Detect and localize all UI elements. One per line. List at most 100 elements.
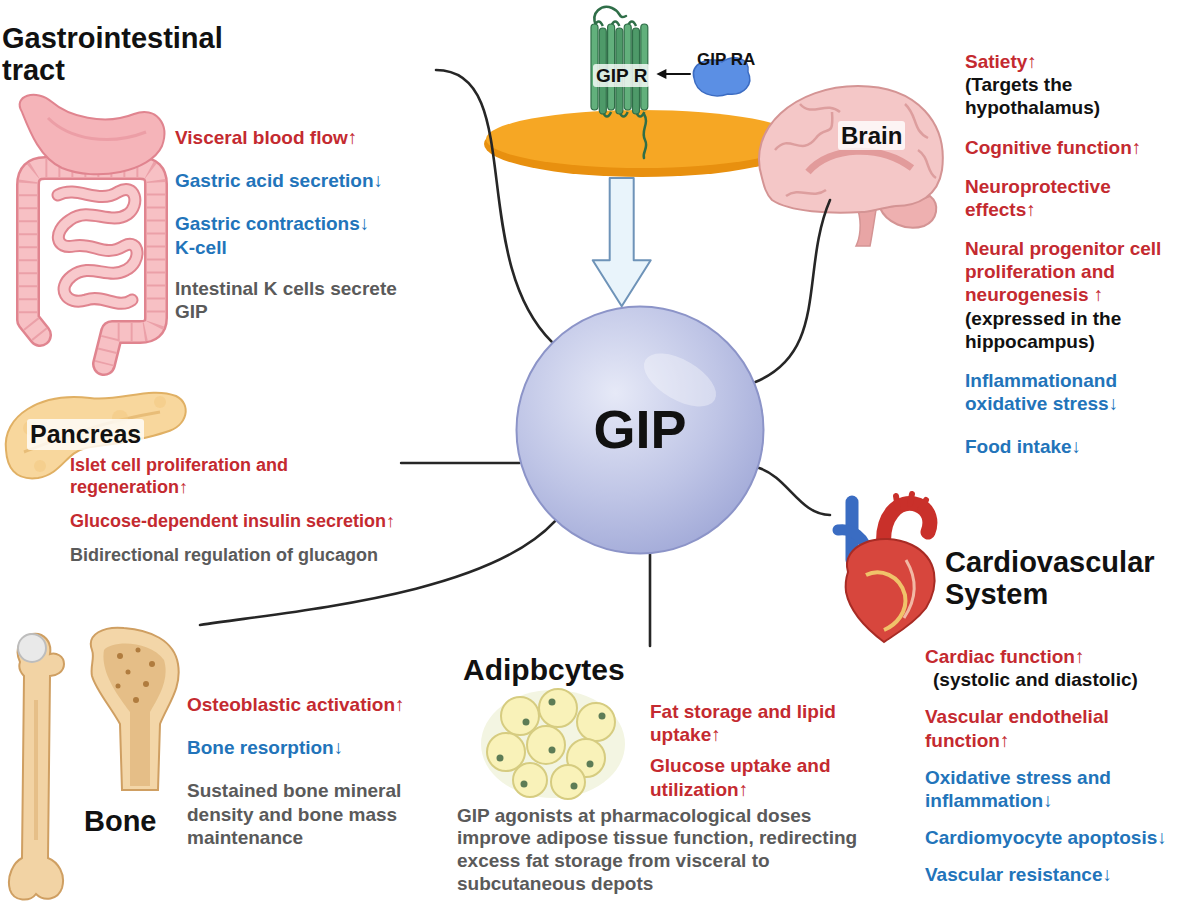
circle-outline [517,307,764,554]
connector-path [401,462,519,465]
adipocyte-illustration-part [481,690,625,798]
organ-panel: AdipbcytesFat storage and lipid uptake↑ G… [451,646,901,905]
organ-heading: Pancreas [27,419,144,450]
brain-illustration-part [800,104,840,112]
bone-illustration-part [149,661,155,667]
organ-panel: PancreasIslet cell proliferation and reg… [0,380,401,588]
pancreas-illustration-part [154,396,166,408]
pancreas-illustration-part [24,412,160,452]
bone-illustration-part [103,643,165,786]
effect-text: Osteoblastic activation↑ [187,693,405,716]
bone-illustration-part [9,634,64,900]
connector-line [401,463,519,464]
brain-illustration-part [808,151,912,172]
connector-path [436,70,552,342]
heart-illustration-part [866,572,905,630]
heart-illustration-part [904,560,914,618]
bone-illustration-part [34,700,38,840]
connector-path [755,200,830,382]
brain-illustration-part [856,210,876,246]
effect-text: (Targets the hypothalamus) [965,73,1180,119]
text-group: Islet cell proliferation and regeneratio… [70,455,405,567]
text-group: GIP [515,305,765,555]
agonist-node: GIP RA [690,44,765,100]
organ-heading: Cardiovascular System [945,546,1195,611]
bone-illustration-part [91,628,179,790]
effect-text: Food intake↓ [965,435,1081,458]
heart-illustration-part [846,539,935,642]
text-group: Gastrointestinal tract [2,22,264,87]
adipocyte-illustration [481,689,625,799]
adipocyte-illustration-part [549,699,556,706]
organ-heading: Bone [84,804,157,839]
effect-text: (expressed in the hippocampus) [965,307,1180,353]
gut-illustration-part [28,168,156,364]
gut-illustration-part [28,168,156,364]
signal-arrow [593,178,651,306]
text-group: Pancreas [27,419,157,450]
text-group: GIP agonists at pharmacological doses im… [457,805,882,896]
effect-text: Inflammationand oxidative stress↓ [965,369,1180,415]
effect-text: Neuroprotective effects↑ [965,175,1180,221]
adipocyte-illustration-part [497,755,504,762]
connector-line [436,70,552,342]
brain-illustration-part [759,86,943,213]
effect-text: Gastric contractions↓ K-cell [175,212,390,258]
organ-panel: Cardiovascular SystemCardiac function↑(s… [830,495,1200,900]
note-text: GIP agonists at pharmacological doses im… [457,805,882,896]
connector-path [200,521,555,625]
text-group: Cardiac function↑(systolic and diastolic… [925,645,1195,886]
connector-line [650,555,651,646]
bone-illustration-part [117,653,123,659]
receptor-tail [644,114,647,158]
adipocyte-illustration-part [521,781,528,788]
text-group: Adipbcytes [463,652,663,689]
effect-text: Vascular resistance↓ [925,863,1112,886]
heart-illustration [838,494,935,642]
adipocyte-illustration-part [599,713,606,720]
effect-text: Intestinal K cells secrete GIP [175,277,430,323]
gut-illustration-part [28,168,156,364]
effect-text: Gastric acid secretion↓ [175,169,383,192]
text-group: Brain [838,121,928,150]
connector-line [656,69,690,79]
receptor-symbol [588,2,652,178]
effect-text: Satiety↑ [965,50,1037,73]
gip-circle: GIP [515,305,765,555]
effect-text: Oxidative stress and inflammation↓ [925,766,1175,812]
gut-illustration [20,95,165,364]
gut-illustration-part [20,95,165,175]
cell-membrane [484,110,800,177]
organ-panel: Bone Osteoblastic activation↑ Bone resorpt… [0,625,450,907]
effect-text: Fat storage and lipid uptake↑ [650,700,895,746]
text-group: GIP RA [697,50,777,71]
effect-text: Bone resorption↓ [187,736,343,759]
brain-illustration-part [786,190,826,196]
effect-text: Cardiac function↑ [925,645,1084,668]
effect-text: (systolic and diastolic) [933,668,1138,691]
text-group: Satiety↑(Targets the hypothalamus)Cognit… [965,50,1193,458]
adipocyte-illustration-part [527,726,565,764]
adipocyte-illustration-part [551,765,585,799]
adipocyte-illustration-part [587,761,594,768]
effect-text: Glucose-dependent insulin secretion↑ [70,511,395,533]
connector-path [663,73,690,75]
effect-text: Glucose uptake and utilization↑ [650,754,895,800]
connector-path [649,555,652,646]
node-label: GIP R [593,64,650,87]
adipocyte-illustration-part [501,697,539,735]
gut-illustration-part [48,118,146,140]
connector-line [200,521,555,625]
adipocyte-illustration-part [549,747,556,754]
organ-panel: Brain Satiety↑(Targets the hypothalamus)C… [830,44,1195,468]
signal-arrow-shape [593,178,651,306]
organ-heading: Adipbcytes [463,652,625,689]
bone-illustration-part [18,634,46,662]
adipocyte-illustration-part [577,703,615,741]
adipocyte-illustration-part [513,763,547,797]
text-group: Cardiovascular System [945,546,1195,611]
effect-text: Bidirectional regulation of glucagon [70,545,378,567]
organ-heading: Gastrointestinal tract [2,22,264,87]
text-group: Visceral blood flow↑Gastric acid secreti… [175,126,430,323]
